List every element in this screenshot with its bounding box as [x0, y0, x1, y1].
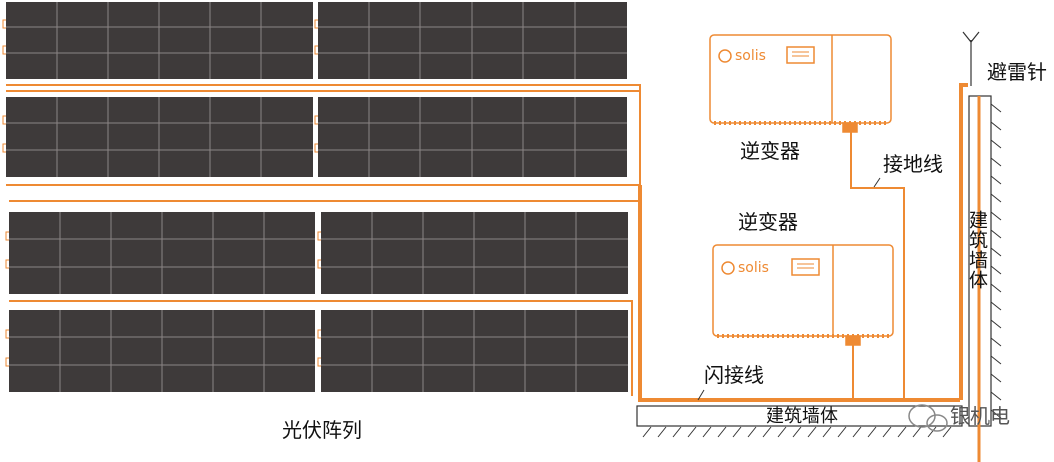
- pv-array-label: 光伏阵列: [282, 418, 362, 442]
- ground-wire-path: [850, 131, 905, 400]
- pv-row-1: [6, 2, 627, 79]
- pv-cell-grid: [6, 2, 628, 392]
- pv-row-2: [6, 97, 627, 177]
- lightning-rod-label: 避雷针: [987, 60, 1047, 84]
- inverter-brand: solis: [738, 260, 769, 276]
- inverter-label-top: 逆变器: [740, 139, 800, 163]
- flash-wire: [638, 83, 968, 402]
- inverter-1: [709, 34, 892, 133]
- lightning-rod: [962, 31, 980, 86]
- inverter-label-bottom: 逆变器: [738, 210, 798, 234]
- pv-row-3: [9, 212, 628, 294]
- watermark-icon: [908, 404, 948, 432]
- pv-row-4: [9, 310, 628, 392]
- inverter-2: [712, 244, 894, 346]
- watermark-text: 银机电: [950, 404, 1010, 428]
- building-wall-vertical-label: 建筑墙体: [966, 210, 988, 290]
- pv-array: [2, 2, 628, 392]
- building-wall-horizontal: [636, 405, 963, 438]
- inverter-brand: solis: [735, 48, 766, 64]
- label-pointers: [697, 177, 881, 401]
- ground-wire-label: 接地线: [883, 152, 943, 176]
- panel-clips: [2, 19, 321, 367]
- building-wall-horizontal-label: 建筑墙体: [766, 406, 838, 427]
- flash-wire-label: 闪接线: [704, 363, 764, 387]
